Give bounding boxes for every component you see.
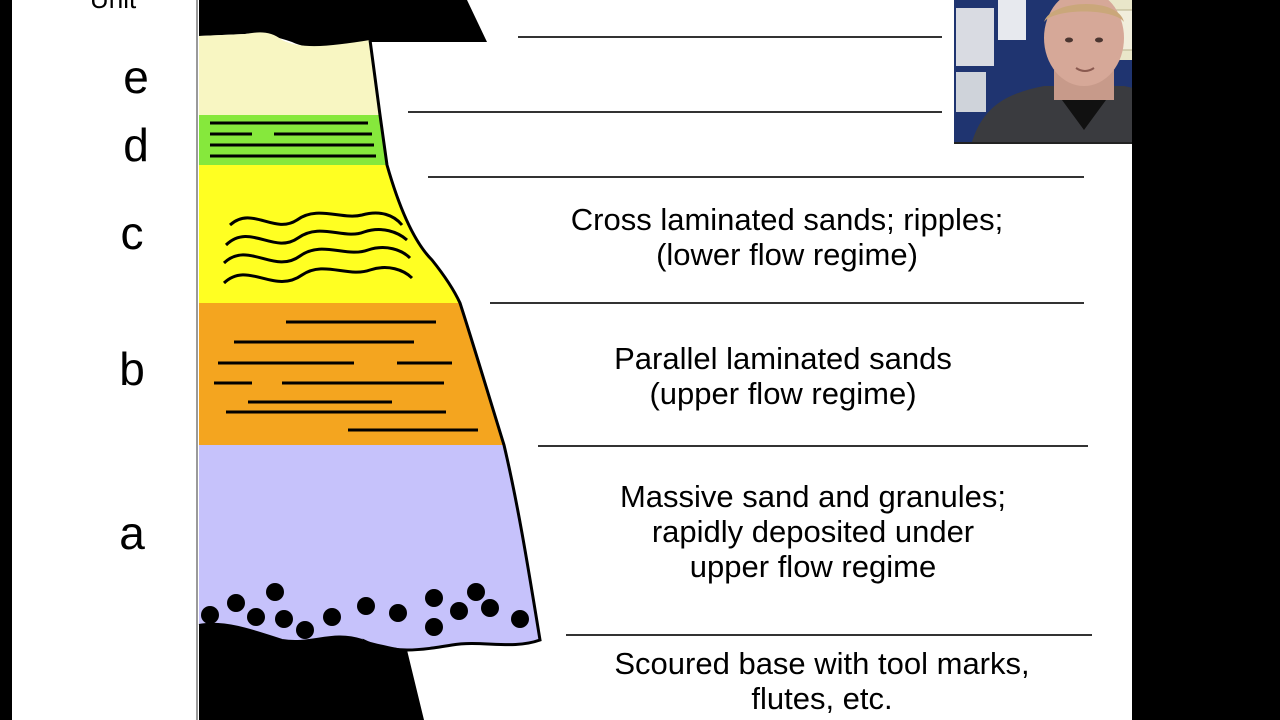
base-scour-outline [198, 622, 363, 642]
unit-column: Unit e d c b a [12, 0, 198, 720]
unit-label-c: c [120, 207, 144, 259]
description-unit-c: Cross laminated sands; ripples; (lower f… [570, 202, 1004, 272]
presenter-webcam [954, 0, 1132, 144]
separator-a-base [566, 634, 1092, 636]
unit-c-layer [199, 165, 460, 303]
unit-a-granules [201, 583, 529, 639]
unit-d-layer [199, 115, 387, 165]
separator-d-c [428, 176, 1084, 178]
separator-b-a [538, 445, 1088, 447]
description-unit-a: Massive sand and granules; rapidly depos… [619, 479, 1006, 584]
unit-label-d: d [123, 119, 149, 171]
letterbox-left [0, 0, 12, 720]
unit-b-laminations [214, 320, 478, 432]
unit-label-a: a [119, 507, 145, 559]
separator-c-b [490, 302, 1084, 304]
unit-column-header: Unit [90, 0, 136, 15]
presenter-video-icon [954, 0, 1132, 142]
bouma-sequence-column [198, 0, 542, 720]
grain-size-profile [361, 39, 542, 652]
unit-e-layer [199, 32, 380, 116]
letterbox-right [1132, 0, 1280, 720]
unit-label-e: e [123, 51, 149, 103]
description-unit-b: Parallel laminated sands (upper flow reg… [614, 341, 952, 411]
unit-d-laminations [210, 121, 376, 158]
mudstone-base [199, 623, 424, 720]
separator-e-top [518, 36, 942, 38]
separator-e-d [408, 111, 942, 113]
unit-c-ripples [222, 211, 414, 285]
slide: Unit e d c b a [12, 0, 1132, 720]
column-divider [196, 0, 198, 720]
unit-a-layer [199, 445, 540, 650]
unit-b-layer [199, 303, 504, 445]
description-base: Scoured base with tool marks, flutes, et… [614, 646, 1030, 716]
unit-label-b: b [119, 343, 145, 395]
